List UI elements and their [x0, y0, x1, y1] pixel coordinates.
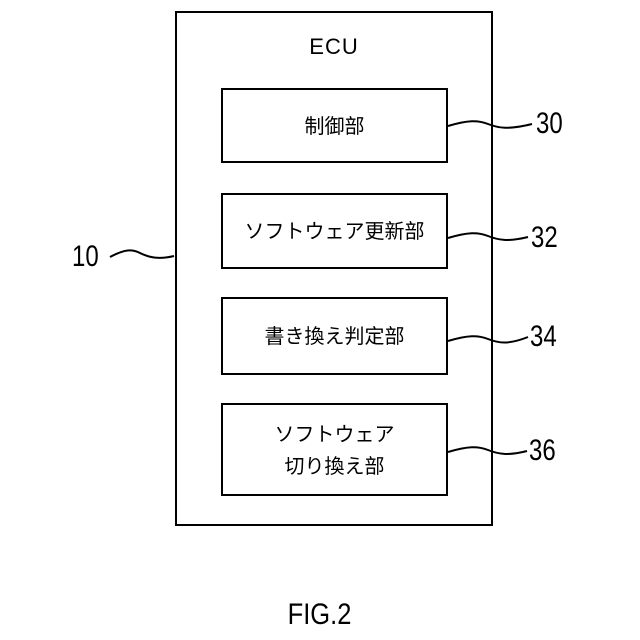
leader-line-36 — [448, 447, 527, 454]
figure-caption: FIG.2 — [0, 600, 640, 630]
ref-numeral-34: 34 — [530, 322, 557, 352]
ref-numeral-32: 32 — [531, 223, 558, 253]
figure-caption-text: FIG.2 — [288, 600, 352, 630]
leader-line-32 — [448, 233, 528, 240]
ref-numeral-10: 10 — [72, 242, 99, 272]
leader-line-10 — [110, 250, 174, 258]
ref-numeral-30: 30 — [536, 109, 563, 139]
ref-numeral-36: 36 — [529, 436, 556, 466]
leader-line-34 — [448, 336, 528, 342]
leader-line-30 — [448, 121, 532, 128]
